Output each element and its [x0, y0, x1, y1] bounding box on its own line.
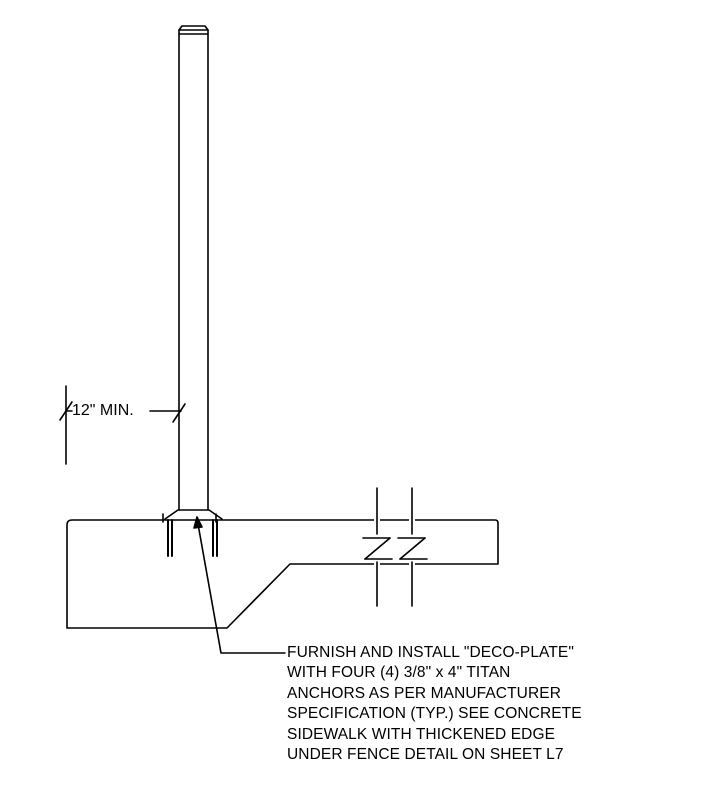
leader-line [193, 516, 286, 654]
dimension-label: 12" MIN. [72, 402, 134, 419]
callout-line: SPECIFICATION (TYP.) SEE CONCRETE [287, 705, 582, 723]
callout-line: ANCHORS AS PER MANUFACTURER [287, 684, 561, 702]
callout-line: FURNISH AND INSTALL "DECO-PLATE" [287, 644, 574, 661]
break-symbol-left [362, 487, 393, 607]
break-lines [374, 517, 415, 567]
fence-post [178, 25, 209, 511]
callout-line: UNDER FENCE DETAIL ON SHEET L7 [287, 746, 564, 764]
callout-line: WITH FOUR (4) 3/8" x 4" TITAN [287, 664, 511, 682]
titan-anchors [167, 519, 218, 557]
callout-line: SIDEWALK WITH THICKENED EDGE [287, 725, 556, 743]
break-symbol-right [397, 487, 428, 607]
callout-note: FURNISH AND INSTALL "DECO-PLATE" WITH FO… [287, 643, 582, 765]
concrete-sidewalk [66, 519, 499, 629]
dimension-12-min [59, 385, 186, 465]
